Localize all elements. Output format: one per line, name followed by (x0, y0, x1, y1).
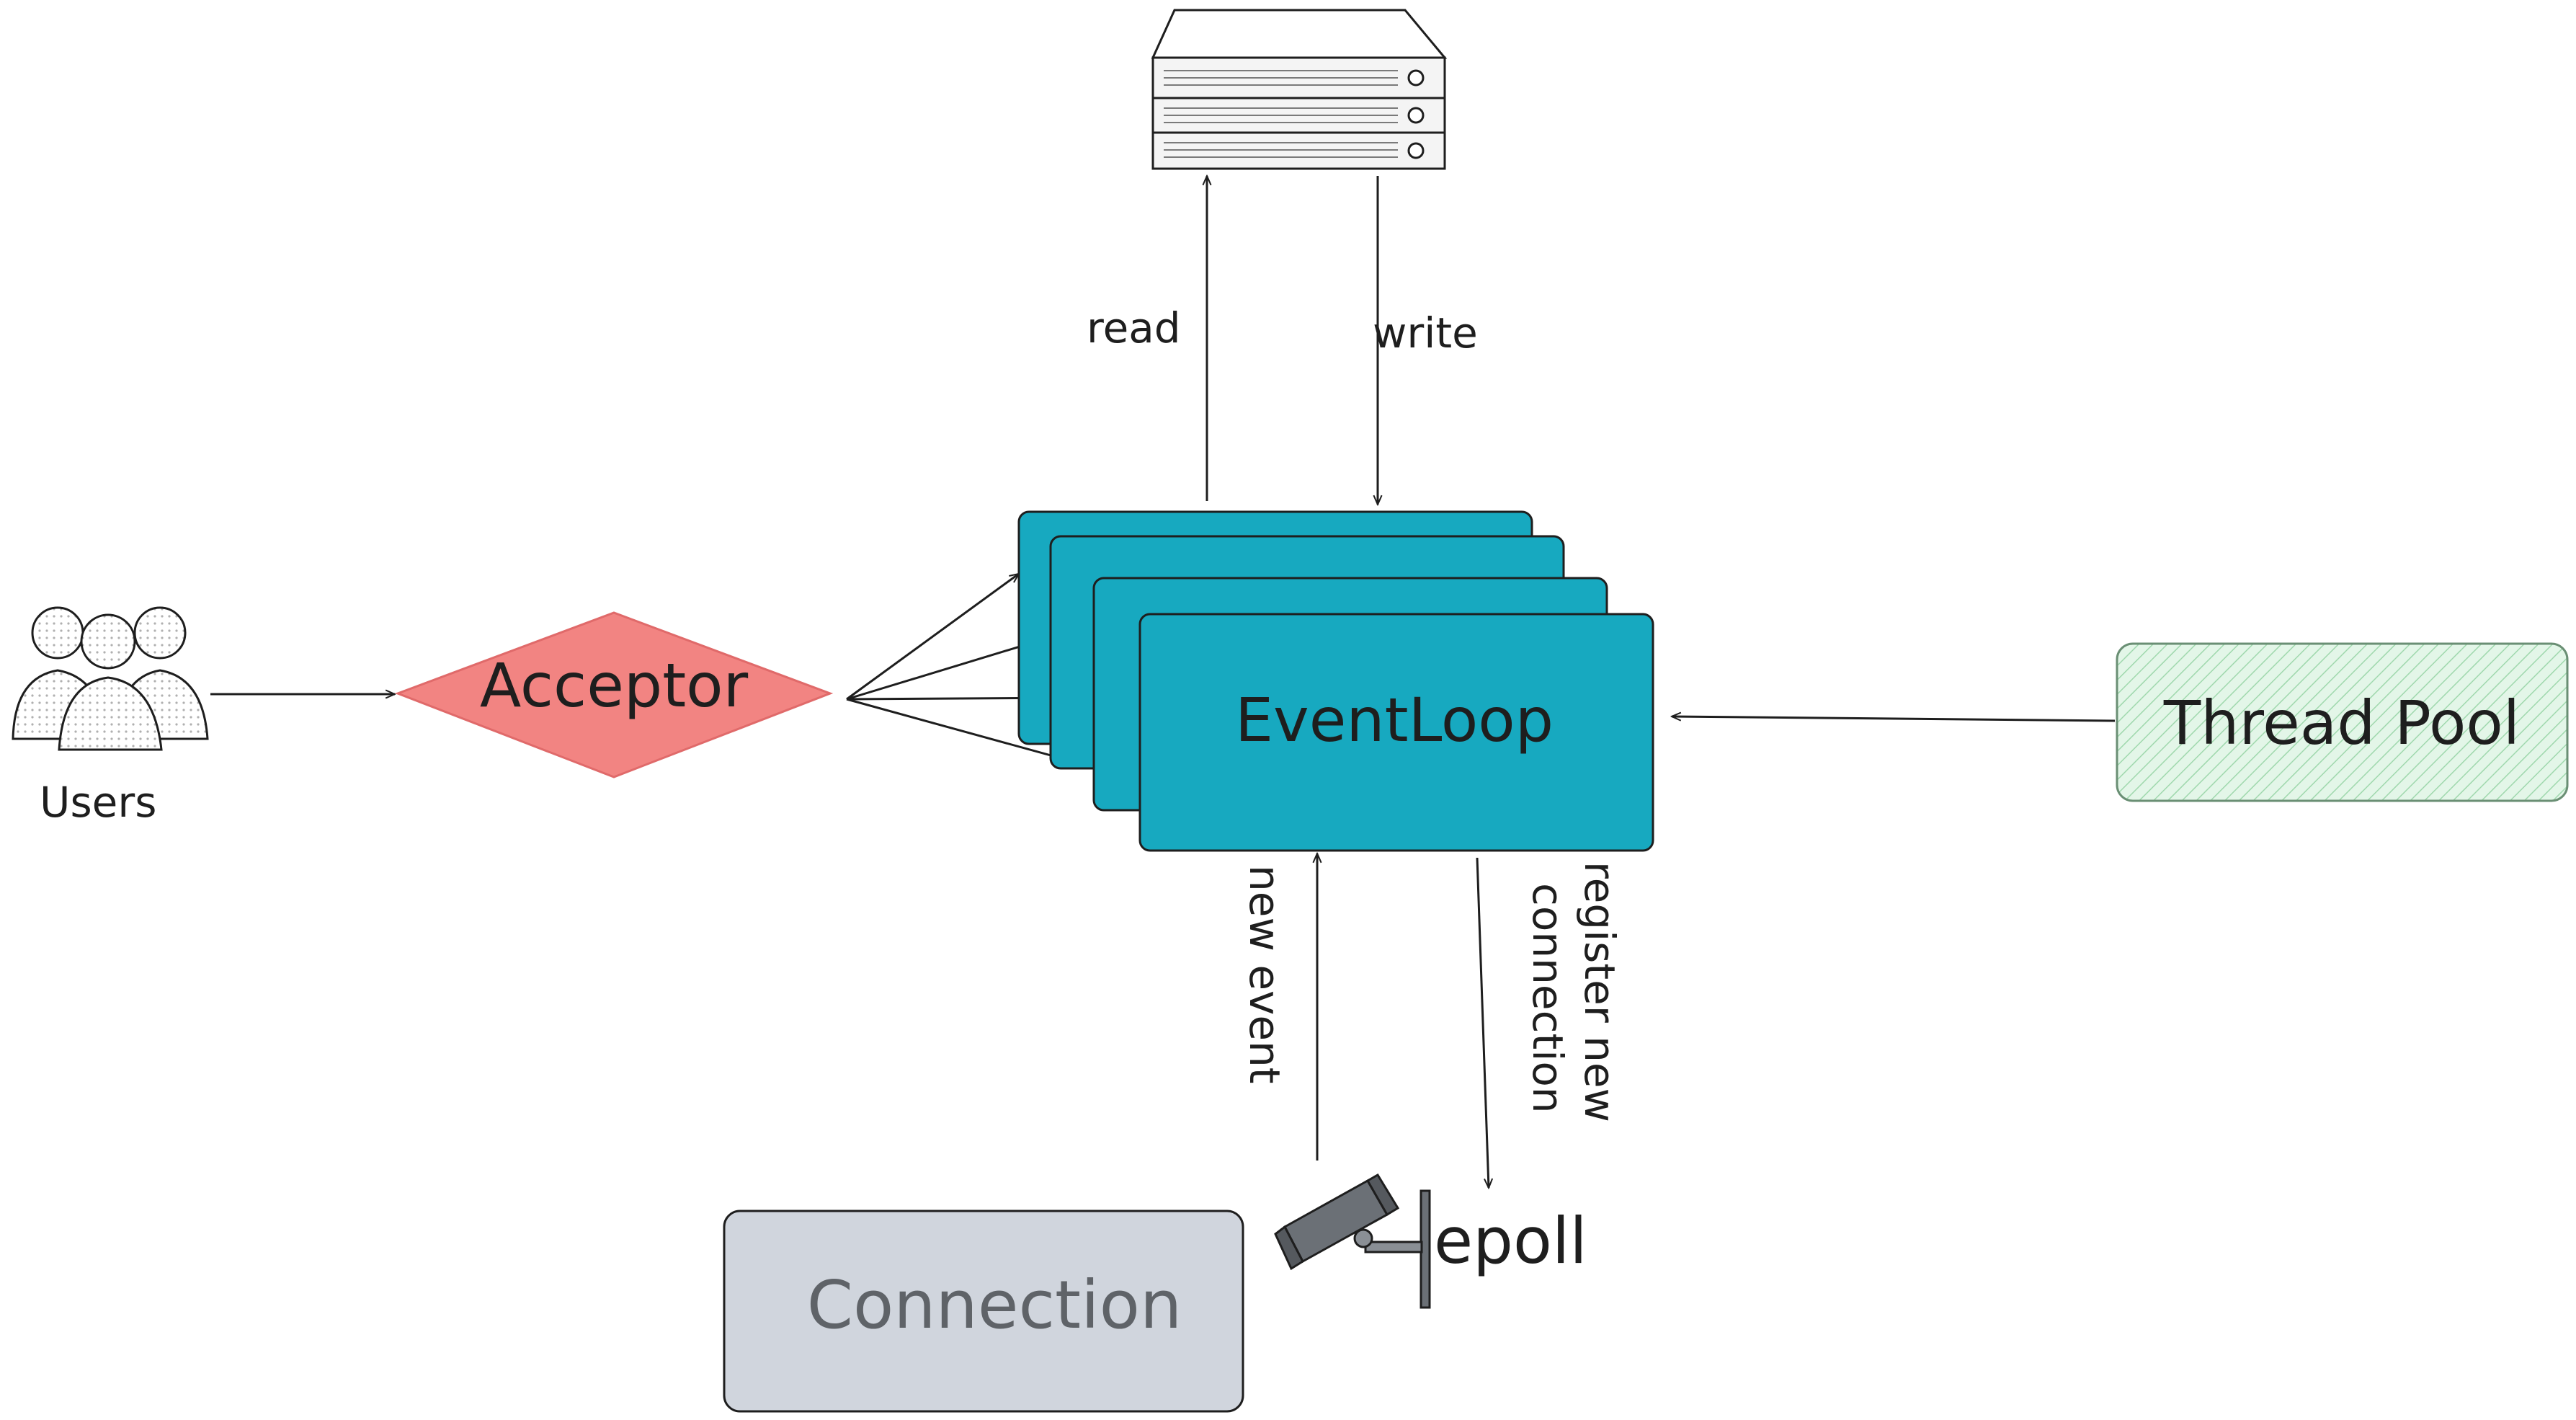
users-icon (12, 606, 209, 751)
threadpool-to-eventloop-arrow (1672, 716, 2116, 722)
thread-pool-label: Thread Pool (2163, 688, 2520, 758)
users-label: Users (40, 778, 156, 827)
acceptor-node (394, 611, 834, 778)
camera-icon (1274, 1173, 1431, 1309)
eventloop-stack (1017, 510, 1654, 852)
read-label: read (1087, 303, 1181, 352)
server-icon (1151, 9, 1448, 170)
acceptor-label: Acceptor (480, 650, 749, 721)
register-label-line1: register new (1575, 861, 1624, 1122)
register-arrow (1476, 857, 1489, 1188)
write-label: write (1373, 309, 1478, 358)
new-event-label: new event (1240, 865, 1289, 1084)
thread-pool-node (2116, 642, 2569, 802)
connection-label: Connection (807, 1266, 1182, 1344)
eventloop-label: EventLoop (1235, 685, 1554, 755)
register-label-line2: connection (1523, 883, 1572, 1114)
connection-node (723, 1210, 1244, 1413)
epoll-label: epoll (1434, 1204, 1587, 1278)
